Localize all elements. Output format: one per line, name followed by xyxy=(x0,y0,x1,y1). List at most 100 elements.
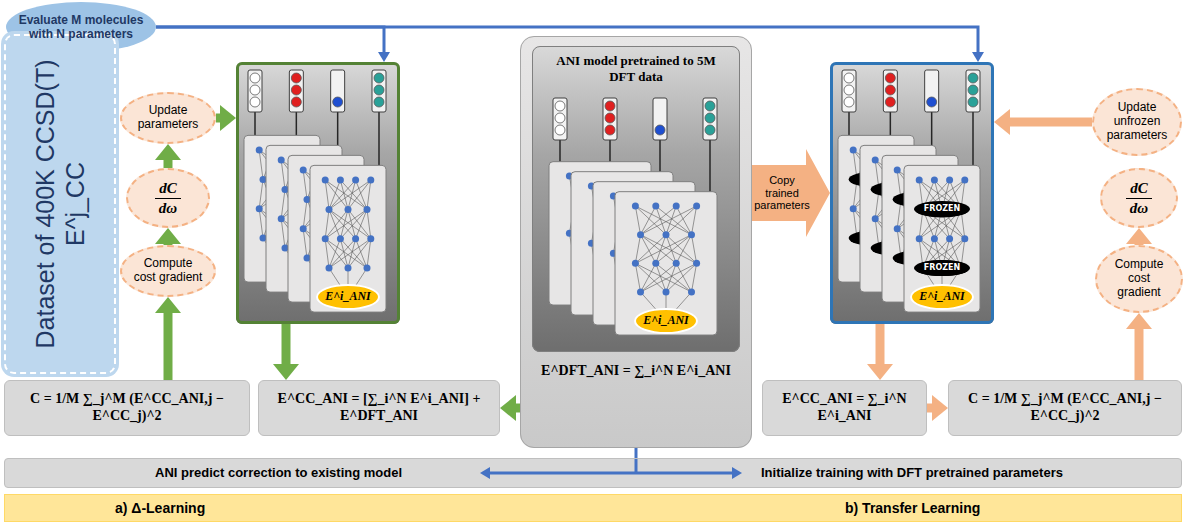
element-dot xyxy=(374,85,384,95)
caption-band: ANI predict correction to existing model… xyxy=(4,458,1182,488)
neuron-dot xyxy=(688,289,695,296)
input-wire xyxy=(254,112,256,135)
neuron-dot xyxy=(322,235,329,242)
oval-text: E^i_ANI xyxy=(643,314,689,328)
element-column xyxy=(883,70,897,112)
neuron-dot xyxy=(282,245,289,252)
element-dot xyxy=(291,85,301,95)
flow-arrow xyxy=(156,27,978,52)
neuron-dot xyxy=(850,205,857,212)
neuron-dot xyxy=(652,203,659,210)
neuron-dot xyxy=(345,206,352,213)
flow-arrow xyxy=(1135,329,1144,380)
network-link xyxy=(356,180,367,209)
network-link xyxy=(692,206,697,235)
oval-text: dω xyxy=(155,198,181,217)
network-link xyxy=(348,180,371,209)
network-link xyxy=(641,235,697,264)
element-dot xyxy=(333,97,343,107)
neuron-dot xyxy=(663,231,670,238)
box-text: Dataset of 400K CCSD(T) E^j_CC xyxy=(30,44,90,364)
network-link xyxy=(666,206,697,235)
network-link xyxy=(367,209,371,238)
network-link xyxy=(656,206,692,235)
element-dot xyxy=(705,101,715,111)
element-dot xyxy=(885,97,895,107)
flow-arrow xyxy=(876,324,885,364)
network-link xyxy=(666,263,697,292)
network-link xyxy=(666,263,676,292)
network-link xyxy=(340,239,367,268)
neuron-dot xyxy=(304,196,311,203)
element-dot xyxy=(885,85,895,95)
neuron-dot xyxy=(367,177,374,184)
element-dot xyxy=(844,97,854,107)
box-text: Initialize training with DFT pretrained … xyxy=(761,465,1063,480)
frozen-oval: FROZEN xyxy=(914,201,970,217)
element-dot xyxy=(605,113,615,123)
network-link xyxy=(666,235,676,264)
oval-text: FROZEN xyxy=(924,264,960,273)
network-card xyxy=(310,165,386,312)
box-text: ANI model pretrained to 5M DFT data xyxy=(543,53,729,84)
neuron-dot xyxy=(693,203,700,210)
network-link xyxy=(676,235,691,264)
network-card xyxy=(904,165,980,312)
panel-fill xyxy=(830,62,994,324)
element-dot xyxy=(968,85,978,95)
element-column xyxy=(653,98,667,140)
neuron-dot xyxy=(872,215,879,222)
network-link xyxy=(676,263,691,292)
energy-oval: E^i_ANI xyxy=(634,308,698,334)
network-link xyxy=(325,239,367,268)
neuron-dot xyxy=(352,235,359,242)
element-column xyxy=(703,98,717,140)
element-column xyxy=(925,70,939,112)
neuron-dot xyxy=(894,167,901,174)
element-dot xyxy=(844,73,854,83)
flow-arrow xyxy=(216,114,220,123)
element-column xyxy=(842,70,856,112)
flow-arrow xyxy=(927,404,932,413)
network-link xyxy=(666,206,676,235)
input-wire xyxy=(559,140,561,162)
neuron-dot xyxy=(637,289,644,296)
network-link xyxy=(329,180,340,209)
step-oval: Update unfrozen parameters xyxy=(1092,88,1182,156)
neuron-dot xyxy=(916,235,923,242)
derivative-oval: dCdω xyxy=(1100,168,1178,228)
network-link xyxy=(692,235,697,264)
neuron-dot xyxy=(260,176,267,183)
neuron-dot xyxy=(278,157,285,164)
element-dot xyxy=(250,97,260,107)
element-dot xyxy=(555,101,565,111)
oval-text: E^i_ANI xyxy=(919,290,965,304)
input-wire xyxy=(972,112,974,165)
neuron-dot xyxy=(337,235,344,242)
model-box: ANI model pretrained to 5M DFT dataE^i_A… xyxy=(532,46,740,352)
step-oval: Compute cost gradient xyxy=(1095,245,1183,313)
neuron-dot xyxy=(693,260,700,267)
oval-text: Evaluate M molecules with N parameters xyxy=(18,13,144,42)
network-link xyxy=(635,206,691,235)
neuron-dot xyxy=(673,203,680,210)
network-link xyxy=(329,180,371,209)
network-link xyxy=(325,209,367,238)
dataset-box: Dataset of 400K CCSD(T) E^j_CC xyxy=(4,34,116,374)
network-link xyxy=(348,239,356,268)
flow-arrow xyxy=(635,448,638,458)
pretrained-panel: E^DFT_ANI = ∑_i^N E^i_ANIANI model pretr… xyxy=(520,36,752,448)
flow-arrow xyxy=(164,313,173,380)
neuron-dot xyxy=(322,177,329,184)
network-link xyxy=(635,263,691,292)
box-text: E^CC_ANI = ∑_i^N E^i_ANI xyxy=(771,391,918,425)
model-box: FROZEN FROZEN E^i_ANI xyxy=(830,62,994,324)
neuron-dot xyxy=(894,225,901,232)
network-link xyxy=(340,180,367,209)
network-link xyxy=(641,206,697,235)
oval-text: dC xyxy=(155,180,181,198)
neuron-dot xyxy=(632,203,639,210)
element-dot xyxy=(291,97,301,107)
element-dot xyxy=(250,85,260,95)
